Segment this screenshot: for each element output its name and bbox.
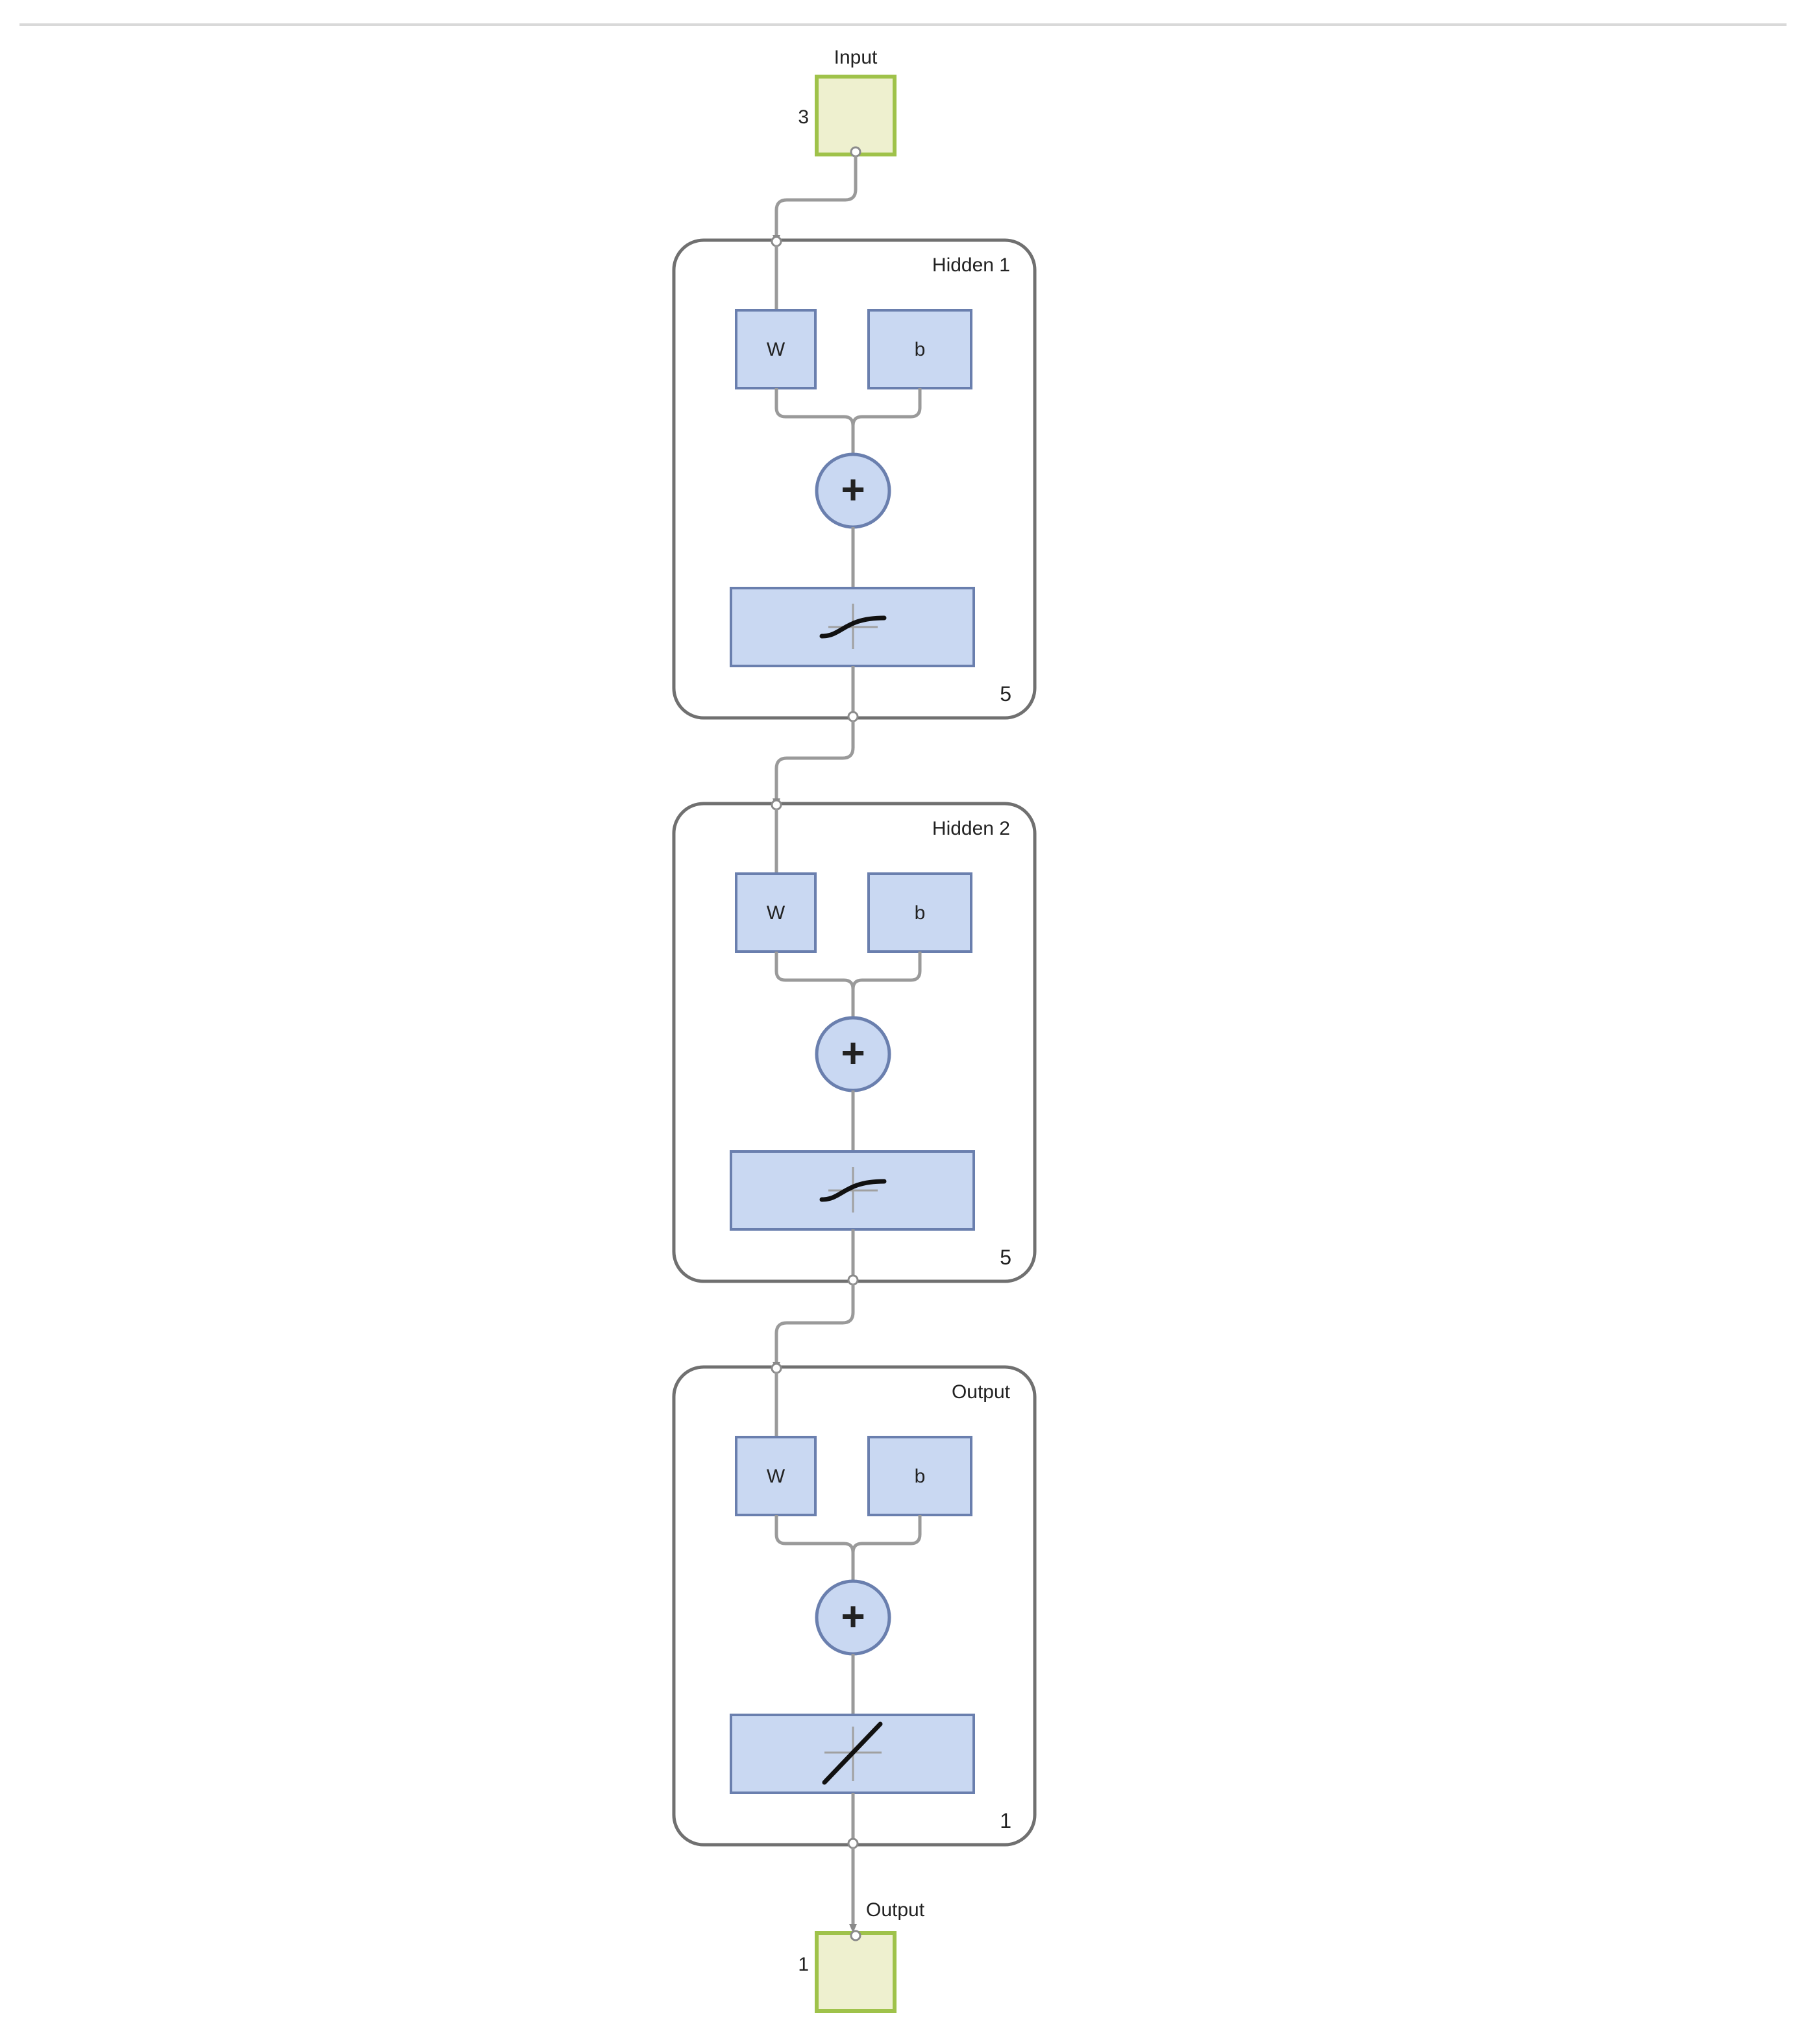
layer-title: Hidden 2	[932, 818, 1010, 839]
sum-symbol: +	[841, 466, 865, 513]
wire-hidden1-to-hidden2	[774, 720, 855, 805]
output-port	[850, 1930, 861, 1941]
input-port	[850, 146, 861, 158]
sigmoid-icon	[819, 1167, 887, 1213]
arrow-head	[849, 1924, 857, 1933]
layer-out-port	[847, 1838, 859, 1849]
bias-block	[867, 872, 972, 953]
layer-title: Hidden 1	[932, 254, 1010, 276]
layer-size: 5	[1000, 682, 1011, 706]
bias-block	[867, 309, 972, 389]
sigmoid-icon	[819, 604, 887, 649]
output-title: Output	[866, 1899, 925, 1921]
layer-output: Output W b + 1	[672, 1362, 1037, 1849]
layer-in-port	[771, 1362, 782, 1374]
sum-symbol: +	[841, 1593, 865, 1640]
bias-label: b	[915, 902, 926, 924]
weight-label: W	[767, 902, 785, 924]
weight-label: W	[767, 1466, 785, 1487]
layer-size: 5	[1000, 1246, 1011, 1269]
layer-size: 1	[1000, 1809, 1011, 1832]
wire-bias-to-sum	[851, 388, 922, 426]
layer-out-port	[847, 1274, 859, 1286]
layer-in-port	[771, 799, 782, 811]
wire-bias-to-sum	[851, 1515, 922, 1553]
weight-block	[735, 1436, 817, 1516]
weight-block	[735, 872, 817, 953]
input-size: 3	[798, 106, 809, 128]
linear-icon	[822, 1721, 883, 1785]
layer-in-port	[771, 236, 782, 247]
wire-hidden2-to-output	[774, 1284, 855, 1368]
wire-bias-to-sum	[851, 952, 922, 990]
output-node: Output 1	[798, 1899, 925, 2013]
bias-block	[867, 1436, 972, 1516]
input-box	[815, 75, 897, 156]
input-title: Input	[834, 47, 878, 68]
layer-out-port	[847, 711, 859, 722]
output-size: 1	[798, 1954, 809, 1975]
bias-label: b	[915, 1466, 926, 1487]
bias-label: b	[915, 339, 926, 360]
output-box	[815, 1931, 897, 2013]
layer-hidden-1: Hidden 1 W b + 5	[672, 236, 1037, 722]
weight-label: W	[767, 339, 785, 360]
layer-hidden-2: Hidden 2 W b + 5	[672, 799, 1037, 1286]
wire-input-to-hidden1	[774, 156, 858, 241]
layer-title: Output	[952, 1381, 1011, 1403]
input-node: Input 3	[798, 47, 897, 158]
sum-symbol: +	[841, 1029, 865, 1076]
